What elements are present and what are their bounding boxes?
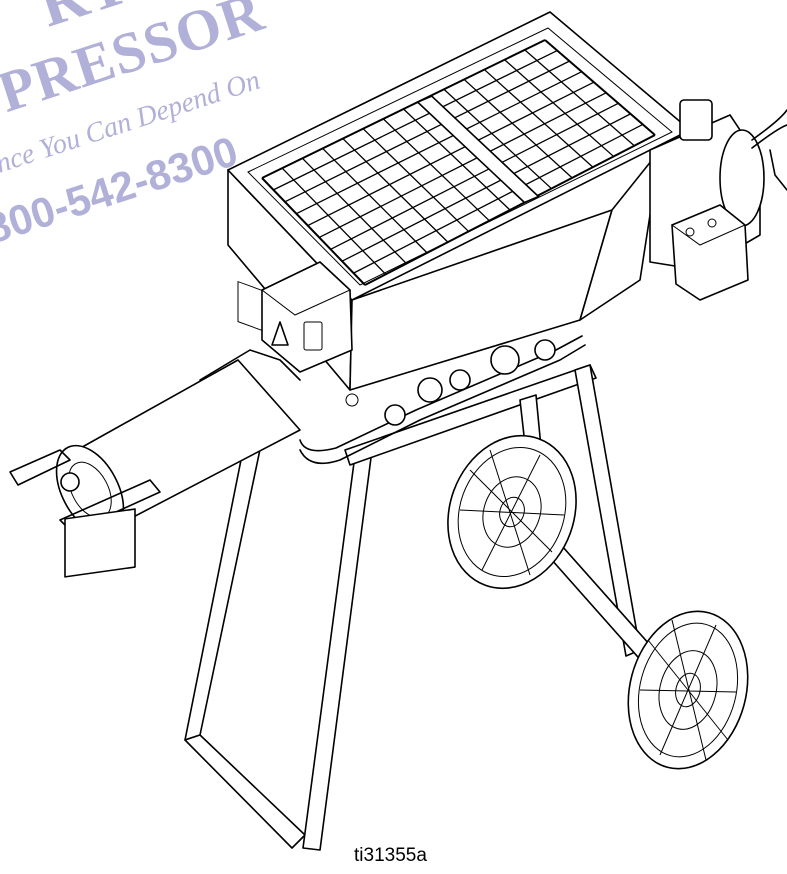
control-box bbox=[261, 261, 353, 373]
grid-bar bbox=[281, 167, 387, 275]
grid-bar bbox=[342, 138, 449, 243]
valve-2-icon bbox=[449, 369, 471, 391]
rear-wheel bbox=[447, 434, 577, 590]
valve-4-icon bbox=[534, 339, 556, 361]
grid-bar bbox=[362, 128, 470, 232]
grid-bar bbox=[544, 39, 656, 136]
grid-cover bbox=[261, 39, 656, 286]
figure-label: ti31355a bbox=[354, 845, 427, 866]
motor-junction-box bbox=[670, 204, 749, 301]
water-manifold bbox=[299, 335, 586, 465]
grid-bar bbox=[524, 49, 635, 147]
pump-tube bbox=[9, 349, 301, 578]
grid-bar bbox=[322, 147, 428, 254]
grid-bar bbox=[382, 118, 490, 222]
warning-triangle-icon bbox=[271, 321, 289, 346]
watermark: RTIAN PRESSOR nce You Can Depend On 800-… bbox=[0, 0, 300, 270]
grid-bar bbox=[403, 108, 511, 211]
grid-bar bbox=[301, 157, 407, 265]
grid-bar bbox=[443, 88, 552, 190]
grid-bar bbox=[463, 78, 573, 179]
valve-1-icon bbox=[417, 377, 443, 403]
grid-divider bbox=[416, 95, 540, 204]
grid-bar bbox=[504, 59, 615, 157]
grid-bar bbox=[483, 69, 594, 168]
front-wheel bbox=[627, 610, 749, 770]
valve-3-icon bbox=[490, 345, 520, 375]
fitting-icon bbox=[384, 404, 406, 426]
grid-bar bbox=[261, 177, 366, 286]
